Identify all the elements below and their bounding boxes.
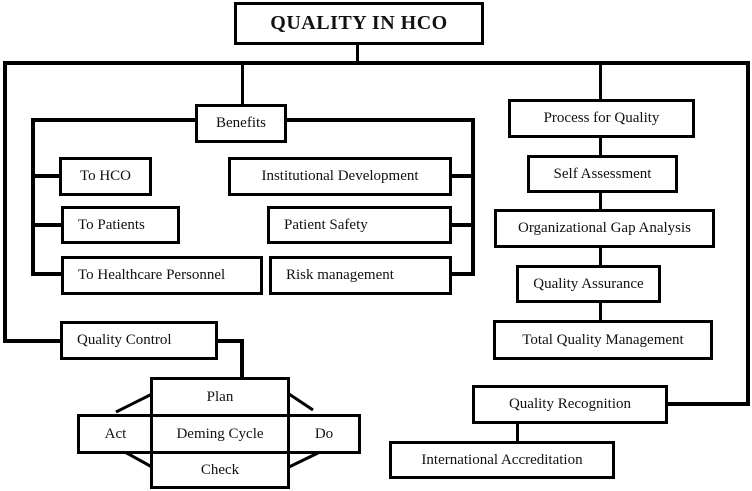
deming-act: Act: [77, 414, 154, 454]
quality-recognition-box: Quality Recognition: [472, 385, 668, 424]
benefit-to-healthcare-personnel: To Healthcare Personnel: [61, 256, 263, 295]
benefit-risk-management: Risk management: [269, 256, 452, 295]
right-trunk: [746, 61, 750, 406]
tick-to-hco: [31, 174, 61, 178]
right-to-recognition: [666, 402, 750, 406]
deming-plan: Plan: [150, 377, 290, 417]
benefit-to-patients: To Patients: [61, 206, 180, 244]
international-accreditation-box: International Accreditation: [389, 441, 615, 479]
self-assessment-box: Self Assessment: [527, 155, 678, 193]
org-gap-analysis-box: Organizational Gap Analysis: [494, 209, 715, 248]
quality-control-box: Quality Control: [60, 321, 218, 360]
tick-to-personnel: [31, 272, 63, 276]
top-bus: [3, 61, 750, 65]
process-stem: [599, 61, 602, 101]
benefits-left-bar: [31, 118, 196, 122]
tick-institutional: [450, 174, 474, 178]
benefit-to-hco: To HCO: [59, 157, 152, 196]
benefit-patient-safety: Patient Safety: [267, 206, 452, 244]
left-to-qc: [3, 339, 63, 343]
total-quality-management-box: Total Quality Management: [493, 320, 713, 360]
tick-to-patients: [31, 223, 63, 227]
benefits-box: Benefits: [195, 104, 287, 143]
deming-check: Check: [150, 451, 290, 489]
benefits-left-vert: [31, 118, 35, 276]
qc-connector-v: [240, 339, 244, 379]
tick-risk: [450, 272, 474, 276]
deming-cycle-center: Deming Cycle: [150, 414, 290, 454]
title-stem: [356, 44, 359, 62]
benefits-right-bar: [286, 118, 475, 122]
left-trunk: [3, 61, 7, 343]
tick-safety: [450, 223, 474, 227]
recognition-connector: [516, 421, 519, 443]
qc-connector-h: [216, 339, 244, 343]
deming-do: Do: [287, 414, 361, 454]
benefits-right-vert: [471, 118, 475, 276]
title-box: QUALITY IN HCO: [234, 2, 484, 45]
process-for-quality-box: Process for Quality: [508, 99, 695, 138]
benefit-institutional-development: Institutional Development: [228, 157, 452, 196]
quality-assurance-box: Quality Assurance: [516, 265, 661, 303]
benefits-stem: [241, 61, 244, 105]
